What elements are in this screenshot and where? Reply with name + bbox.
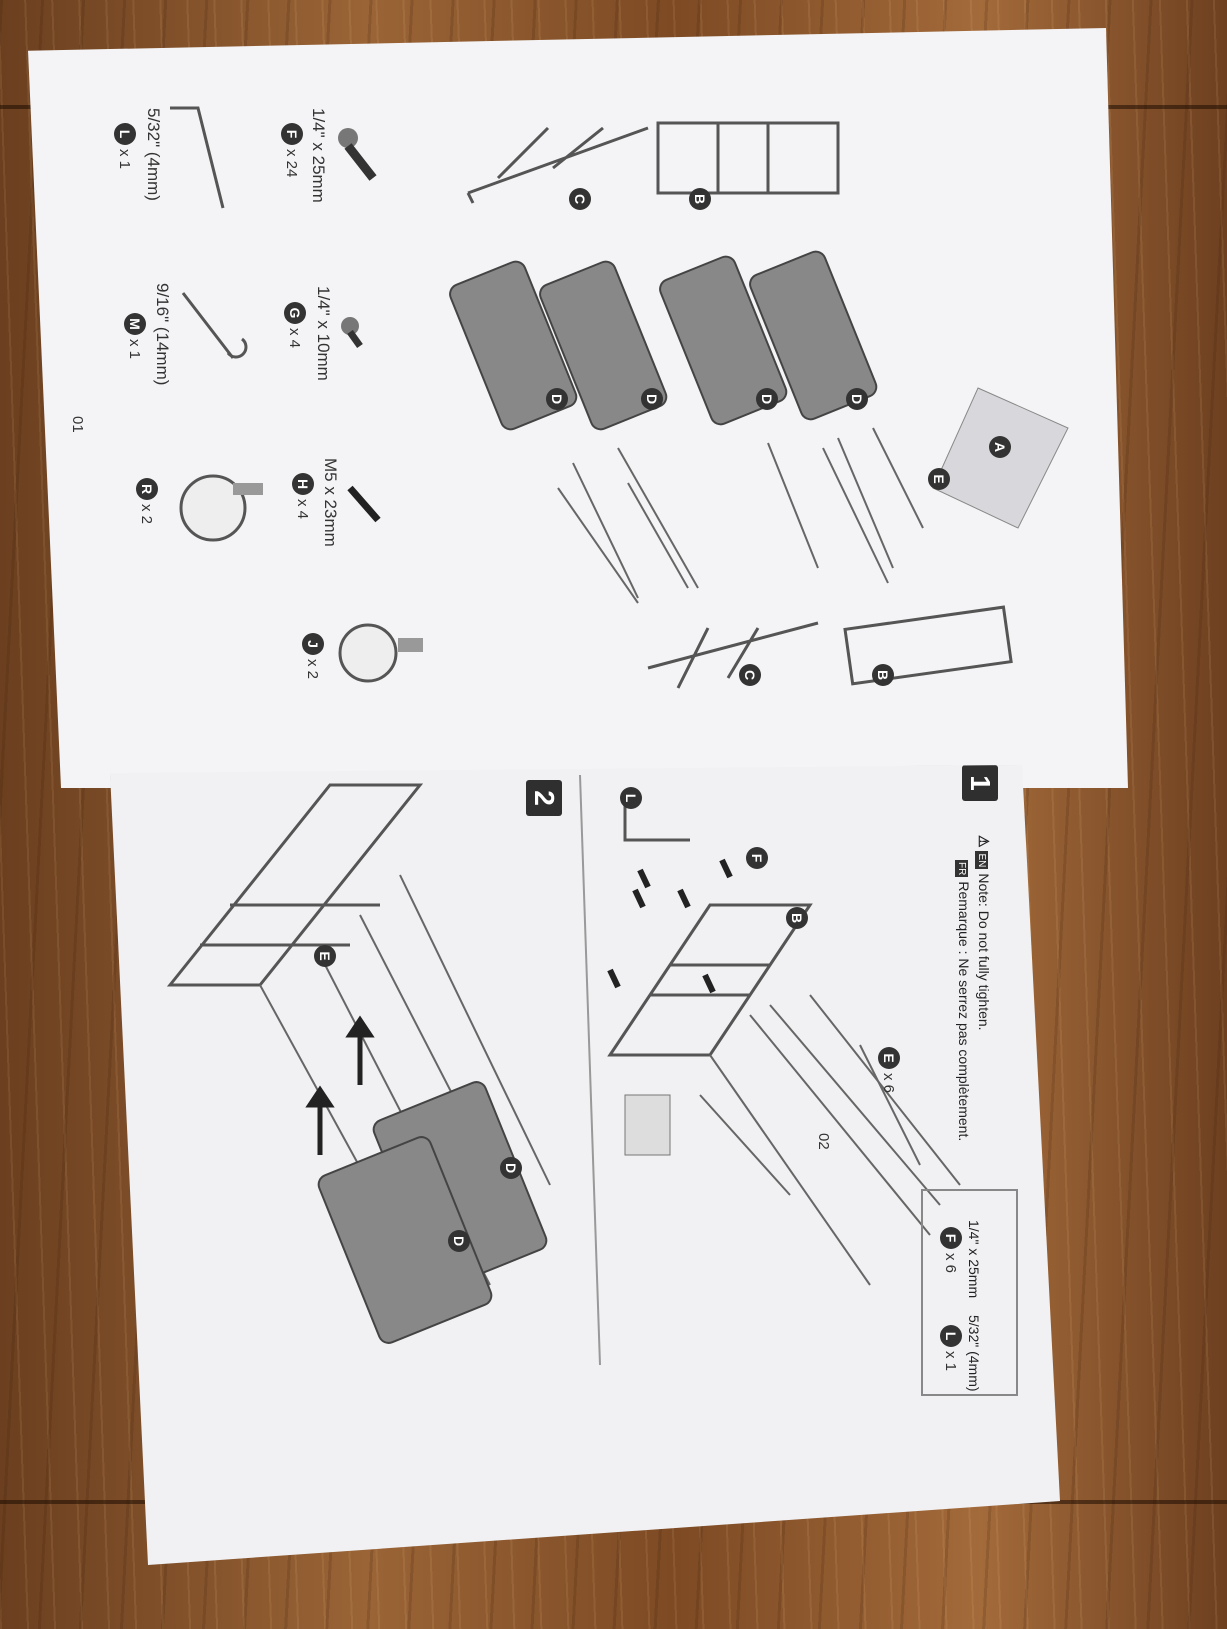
step1-bolts-illustration <box>607 858 733 994</box>
hardware-g-qty: Gx 4 <box>284 302 306 348</box>
step1-callout-l: L <box>620 787 642 813</box>
part-e-callout: E <box>928 468 950 494</box>
step1-number: 1 <box>962 765 998 801</box>
part-b-callout: B <box>872 664 894 690</box>
frame-c-illustration-2 <box>647 621 819 689</box>
page-number: 01 <box>69 416 86 433</box>
hardware-g-label: 1/4" x 10mm <box>314 286 333 381</box>
hardware-m-qty: Mx 1 <box>124 313 146 359</box>
hardware-j-qty: Jx 2 <box>302 633 324 679</box>
caster-r-illustration <box>179 474 263 542</box>
step-divider <box>579 774 601 1366</box>
instruction-page-parts-list: A B C D D D D E B C 1/4" x 25mm Fx 24 1/… <box>28 28 1128 788</box>
frame-c-illustration <box>466 126 649 204</box>
step1-hw-l-size: 5/32" (4mm) <box>966 1315 982 1392</box>
step1-allen-key-illustration <box>623 800 690 842</box>
frame-b-illustration-2 <box>843 605 1013 686</box>
part-c-callout: C <box>739 664 761 690</box>
rods-e-illustration <box>557 427 924 604</box>
step1-note-fr: FRRemarque : Ne serrez pas complètement. <box>955 860 972 1142</box>
hardware-h-label: M5 x 23mm <box>321 458 340 547</box>
part-c-callout: C <box>569 188 591 214</box>
hardware-h-qty: Hx 4 <box>292 473 314 519</box>
screw-h-illustration <box>347 485 381 523</box>
part-d-callout: D <box>846 388 868 414</box>
step1-hw-l-qty: Lx 1 <box>940 1325 962 1371</box>
step-illustrations <box>166 774 1018 1396</box>
hardware-f-label: 1/4" x 25mm <box>309 108 328 203</box>
hardware-l-qty: Lx 1 <box>114 123 136 169</box>
step1-note-en: ⚠ ENNote: Do not fully tighten. <box>975 835 992 1031</box>
hardware-l-label: 5/32" (4mm) <box>144 108 163 201</box>
step1-bracket-detail <box>624 1094 671 1156</box>
parts-illustrations <box>170 106 1069 689</box>
step2-bin-illustration-2 <box>317 1136 493 1344</box>
part-d-callout: D <box>756 388 778 414</box>
step1-frame-illustration <box>607 903 961 1286</box>
shelf-a-illustration <box>932 387 1069 529</box>
part-b-callout: B <box>689 188 711 214</box>
hardware-m-label: 9/16" (14mm) <box>153 283 172 386</box>
hardware-f-qty: Fx 24 <box>281 123 303 177</box>
step1-part-e-callout: Ex 6 <box>878 1047 900 1093</box>
bolt-g-illustration <box>341 317 363 349</box>
instruction-page-steps: 1 ⚠ ENNote: Do not fully tighten. FRRema… <box>110 765 1060 1565</box>
frame-b-illustration <box>656 121 840 195</box>
allen-key-l-illustration <box>170 106 225 209</box>
step2-callout-e: E <box>314 945 336 971</box>
step2-number: 2 <box>526 780 562 816</box>
hardware-r-qty: Rx 2 <box>136 478 158 524</box>
step2-callout-d: D <box>500 1157 522 1183</box>
wrench-m-illustration <box>181 292 248 359</box>
step1-callout-b: B <box>786 907 808 933</box>
step1-hw-f-size: 1/4" x 25mm <box>966 1220 982 1299</box>
step2-callout-d-2: D <box>448 1230 470 1256</box>
step1-hardware-box <box>921 1189 1018 1396</box>
part-d-callout: D <box>546 388 568 414</box>
step2-arrows <box>305 1015 375 1155</box>
bolt-f-illustration <box>338 128 377 181</box>
storage-bins-d-illustration <box>449 250 878 431</box>
caster-j-illustration <box>338 623 423 683</box>
part-a-callout: A <box>989 436 1011 462</box>
step1-callout-f: F <box>746 847 768 873</box>
page-number: 02 <box>815 1133 832 1150</box>
part-d-callout: D <box>641 388 663 414</box>
step1-hw-f-qty: Fx 6 <box>940 1227 962 1273</box>
